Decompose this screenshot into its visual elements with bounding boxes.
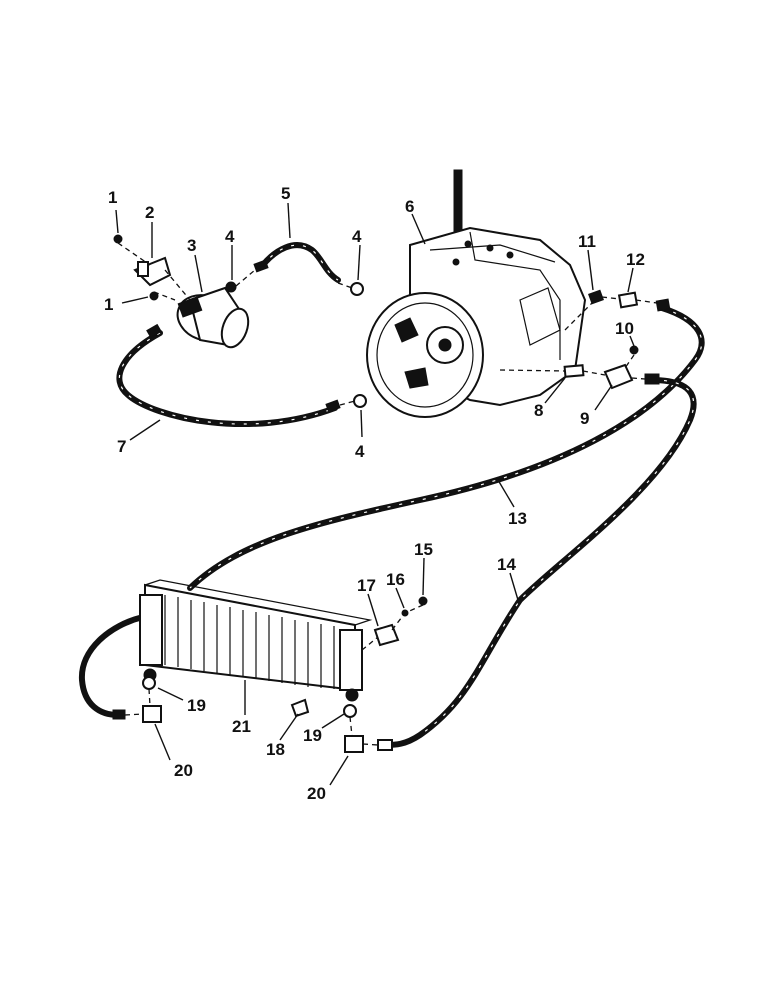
callout-19-right: 19 — [303, 726, 322, 745]
hose-13 — [187, 305, 705, 591]
callout-1-bottom: 1 — [104, 295, 113, 314]
assembly-lines — [117, 242, 658, 746]
callout-19-left: 19 — [187, 696, 206, 715]
callout-1-top: 1 — [108, 188, 117, 207]
callout-16: 16 — [386, 570, 405, 589]
callout-3: 3 — [187, 236, 196, 255]
callout-14: 14 — [497, 555, 516, 574]
callout-10: 10 — [615, 319, 634, 338]
callout-21: 21 — [232, 717, 251, 736]
fittings-1-4 — [113, 234, 367, 413]
callout-4-lower: 4 — [355, 442, 365, 461]
hose-5 — [259, 242, 341, 283]
callout-12: 12 — [626, 250, 645, 269]
callout-20-right: 20 — [307, 784, 326, 803]
callout-20-left: 20 — [174, 761, 193, 780]
oil-cooler-21 — [139, 579, 373, 702]
callout-13: 13 — [508, 509, 527, 528]
hose-lower-left — [78, 614, 146, 718]
callout-17: 17 — [357, 576, 376, 595]
callout-4-upper: 4 — [352, 227, 362, 246]
callout-15: 15 — [414, 540, 433, 559]
callout-4-filter: 4 — [225, 227, 235, 246]
bracket-2 — [133, 256, 172, 287]
callout-6: 6 — [405, 197, 414, 216]
fittings-8-12 — [563, 289, 671, 390]
callout-11: 11 — [578, 232, 596, 251]
hose-7 — [116, 330, 338, 427]
leader-lines — [115, 202, 635, 786]
callout-18: 18 — [266, 740, 285, 759]
transmission-6 — [366, 169, 587, 418]
callout-8: 8 — [534, 401, 543, 420]
oil-filter-3 — [176, 286, 250, 349]
callout-9: 9 — [580, 409, 589, 428]
callout-7: 7 — [117, 437, 126, 456]
callout-5: 5 — [281, 184, 290, 203]
callout-labels: 1 1 2 3 4 4 4 5 6 7 8 9 10 11 12 13 14 1… — [104, 184, 645, 803]
callout-2: 2 — [145, 203, 154, 222]
hose-14 — [382, 377, 697, 748]
